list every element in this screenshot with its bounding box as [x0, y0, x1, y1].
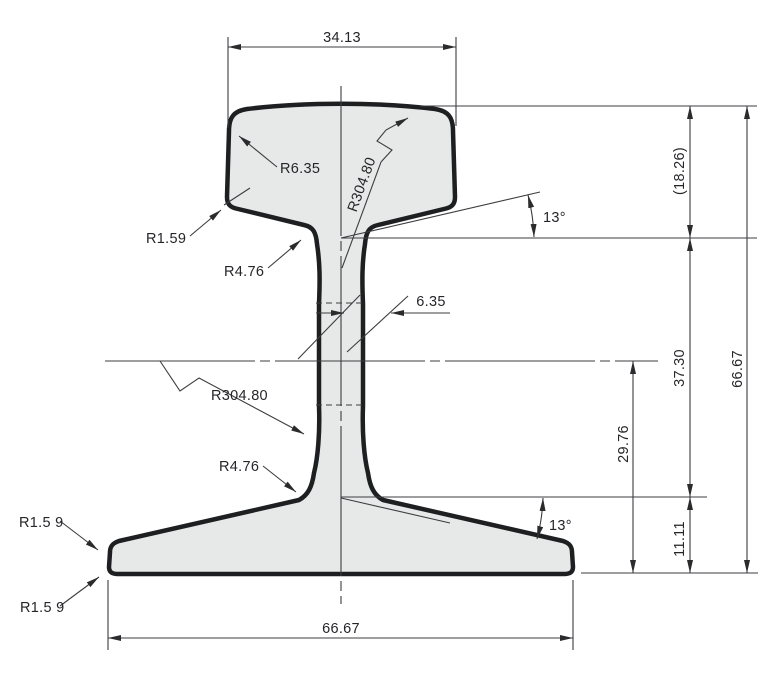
dim-text-head-to-foot: 37.30: [672, 349, 688, 387]
web-oblique-ext-left: [297, 294, 361, 360]
radius-text-web-foot-fillet: R4.76: [219, 459, 259, 475]
dim-text-head-width: 34.13: [323, 30, 361, 46]
leader-foot-toe-upper-radius: [59, 520, 99, 551]
leader-head-side-corner-radius: [189, 209, 222, 237]
angle-arc-foot: [536, 497, 546, 540]
leader-head-top-corner-radius: [238, 135, 278, 168]
radius-text-head-top-corner: R6.35: [280, 161, 320, 177]
head-corner-tangent-line: [223, 187, 251, 206]
leader-web-profile-radius: [159, 360, 305, 435]
angle-text-head: 13°: [543, 210, 566, 226]
radius-text-head-side-corner: R1.59: [146, 231, 186, 247]
leader-web-foot-fillet-radius: [262, 465, 297, 493]
angle-arc-head: [527, 194, 537, 238]
dim-text-head-height: (18.26): [672, 147, 688, 195]
radius-text-foot-toe-upper: R1.5 9: [19, 515, 64, 531]
radius-text-web-profile: R304.80: [211, 388, 268, 404]
dim-text-foot-width: 66.67: [322, 621, 360, 637]
dim-text-axis-to-bottom: 29.76: [616, 425, 632, 463]
dim-text-web-thickness: 6.35: [416, 294, 445, 310]
angle-text-foot: 13°: [549, 518, 572, 534]
foot-slope-tangent-line: [340, 497, 451, 524]
dim-text-foot-edge-height: 11.11: [672, 521, 688, 557]
head-slope-tangent-line: [340, 191, 541, 239]
leader-foot-toe-lower-radius: [59, 576, 100, 607]
web-oblique-ext-right: [346, 295, 409, 353]
leader-head-crown-radius: [341, 117, 409, 269]
dim-text-overall-height: 66.67: [730, 350, 746, 388]
leader-head-web-fillet-radius: [267, 239, 302, 269]
radius-text-head-web-fillet: R4.76: [224, 264, 264, 280]
radius-text-foot-toe-lower: R1.5 9: [20, 600, 65, 616]
